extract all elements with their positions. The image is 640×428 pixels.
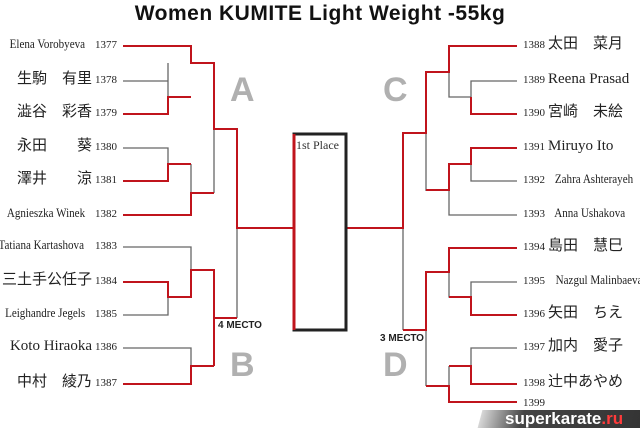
competitor-name: Reena Prasad [548, 71, 630, 87]
competitor-number: 1384 [95, 275, 117, 287]
pool-a-label: A [230, 71, 255, 109]
watermark-logo: superkarate.ru [505, 410, 623, 428]
competitor-entry: Elena Vorobyeva 1377 [3, 33, 120, 55]
loser-lines [123, 63, 517, 386]
competitor-number: 1387 [95, 377, 117, 389]
competitor-name: 加内 愛子 [548, 338, 624, 354]
pool-b-label: B [230, 346, 255, 384]
competitor-name: Elena Vorobyeva [9, 36, 86, 51]
competitor-name: 太田 菜月 [548, 36, 624, 52]
competitor-entry: 1399 [520, 395, 548, 409]
competitor-number: 1395 [523, 275, 545, 287]
competitor-name: 生駒 有里 [16, 71, 92, 87]
watermark-main: superkarate [505, 409, 602, 428]
first-place-box [292, 132, 348, 332]
competitor-name: Leighandre Jegels [4, 305, 85, 320]
competitor-number: 1382 [95, 208, 117, 220]
competitor-name: Agnieszka Winek [6, 205, 86, 220]
competitor-number: 1397 [523, 341, 545, 353]
competitor-name: 宮崎 未絵 [548, 104, 624, 120]
competitor-number: 1388 [523, 39, 545, 51]
page-title: Women KUMITE Light Weight -55kg [134, 2, 506, 25]
competitor-name: Nazgul Malinbaeva [555, 272, 640, 287]
competitor-number: 1393 [523, 208, 545, 220]
competitor-number: 1379 [95, 107, 117, 119]
competitor-name: Tatiana Kartashova [0, 237, 85, 252]
competitor-number: 1383 [95, 240, 117, 252]
pool-c-label: C [383, 71, 408, 109]
competitor-number: 1394 [523, 241, 545, 253]
winner-lines [123, 45, 517, 403]
competitor-number: 1398 [523, 377, 545, 389]
competitor-number: 1399 [523, 397, 545, 409]
competitor-number: 1391 [523, 141, 545, 153]
competitor-number: 1386 [95, 341, 117, 353]
competitor-name: 中村 綾乃 [16, 374, 92, 390]
competitor-entry: 1393 Anna Ushakova [520, 202, 631, 224]
competitor-number: 1390 [523, 107, 545, 119]
third-place-label: 3 МЕСТО [380, 333, 424, 344]
competitor-number: 1377 [95, 39, 117, 51]
competitor-name: 矢田 ちえ [548, 305, 624, 321]
competitor-number: 1381 [95, 174, 117, 186]
competitor-entry: Leighandre Jegels 1385 [0, 302, 120, 324]
competitor-name: 三土手公任子 [1, 272, 92, 288]
competitor-name: Miruyo Ito [548, 138, 614, 154]
competitor-number: 1380 [95, 141, 117, 153]
fourth-place-label: 4 МЕСТО [218, 320, 262, 331]
competitor-entry: Agnieszka Winek 1382 [0, 202, 120, 224]
competitor-number: 1392 [523, 174, 545, 186]
pool-d-label: D [383, 346, 408, 384]
watermark-suffix: .ru [601, 409, 624, 428]
competitor-name: Koto Hiraoka [9, 338, 92, 354]
competitor-name: 澁谷 彩香 [16, 104, 92, 120]
competitor-name: 澤井 涼 [16, 171, 92, 187]
competitor-number: 1389 [523, 74, 545, 86]
competitor-number: 1378 [95, 74, 117, 86]
competitor-name: 島田 慧巳 [548, 238, 624, 254]
competitor-name: Zahra Ashterayeh [554, 171, 634, 186]
competitor-name: 辻中あやめ [548, 374, 624, 390]
competitor-entry: Tatiana Kartashova 1383 [0, 234, 120, 256]
competitor-entry: 1392 Zahra Ashterayeh [520, 168, 640, 190]
first-place-label: 1st Place [296, 138, 339, 152]
competitor-number: 1396 [523, 308, 545, 320]
competitor-number: 1385 [95, 308, 117, 320]
competitor-entry: 1395 Nazgul Malinbaeva [520, 269, 640, 291]
competitor-name: Anna Ushakova [554, 205, 626, 220]
competitor-name: 永田 葵 [16, 138, 92, 154]
